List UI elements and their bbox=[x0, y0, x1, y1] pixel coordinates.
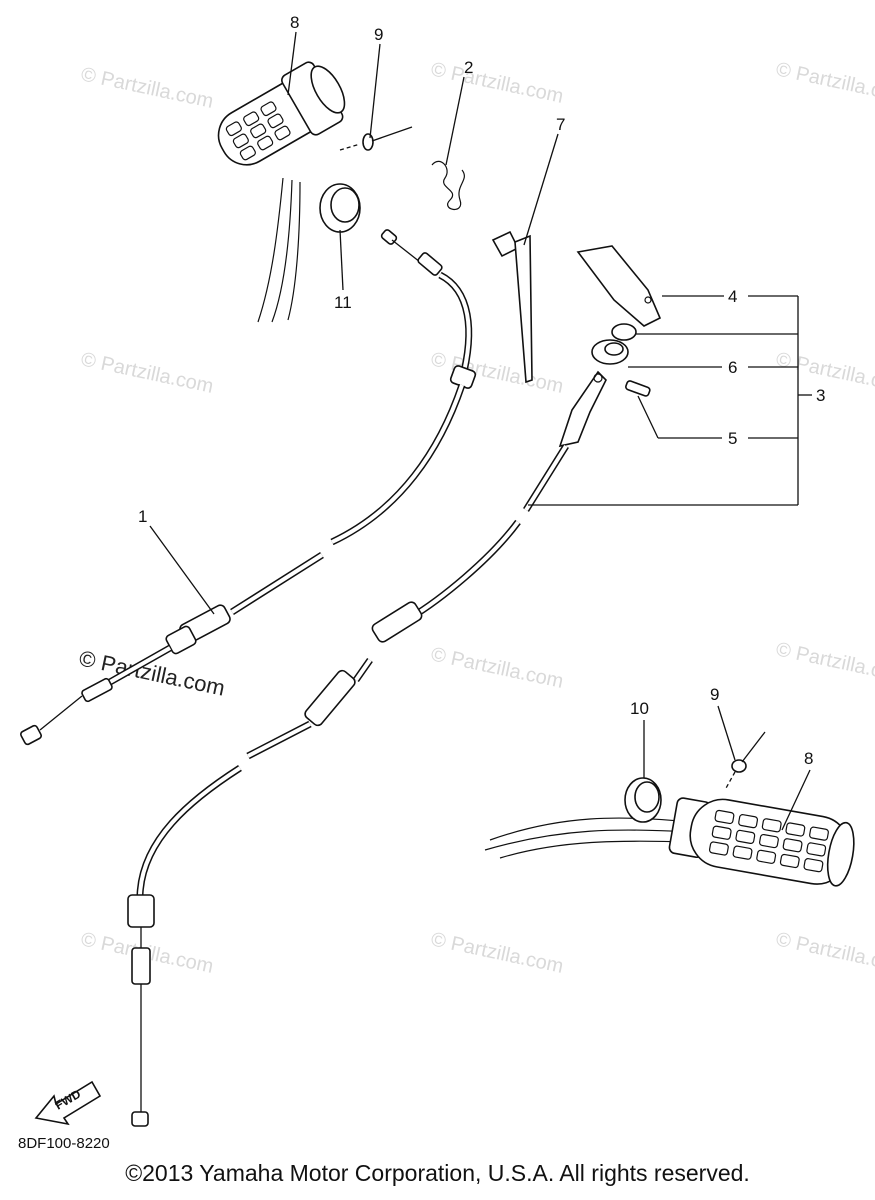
callout-8-top: 8 bbox=[290, 13, 299, 32]
diagram-code: 8DF100-8220 bbox=[18, 1135, 110, 1152]
svg-text:© Partzilla.com: © Partzilla.com bbox=[774, 58, 875, 108]
bracket-4-part bbox=[576, 245, 662, 327]
pin-5-part bbox=[625, 380, 651, 397]
callout-1: 1 bbox=[138, 507, 147, 526]
callout-4: 4 bbox=[728, 287, 737, 306]
callout-7: 7 bbox=[556, 115, 565, 134]
leader-lines bbox=[149, 31, 812, 831]
svg-text:© Partzilla.com: © Partzilla.com bbox=[429, 58, 565, 108]
fwd-arrow-icon: FWD bbox=[34, 1080, 102, 1126]
callout-9-top: 9 bbox=[374, 25, 383, 44]
collar-10-part bbox=[624, 777, 662, 823]
cable-1-part bbox=[20, 229, 477, 746]
collar-11-part bbox=[319, 183, 361, 233]
callout-2: 2 bbox=[464, 58, 473, 77]
callout-10: 10 bbox=[630, 699, 649, 718]
svg-text:© Partzilla.com: © Partzilla.com bbox=[79, 63, 215, 113]
svg-text:© Partzilla.com: © Partzilla.com bbox=[429, 928, 565, 978]
nut-6-part bbox=[591, 323, 637, 365]
left-grip-part bbox=[217, 61, 346, 323]
screw-9-bottom-part bbox=[724, 731, 766, 791]
copyright-notice: ©2013 Yamaha Motor Corporation, U.S.A. A… bbox=[125, 1160, 750, 1186]
svg-text:© Partzilla.com: © Partzilla.com bbox=[79, 348, 215, 398]
callout-9-bottom: 9 bbox=[710, 685, 719, 704]
cable-3-part bbox=[127, 370, 607, 1127]
svg-text:© Partzilla.com: © Partzilla.com bbox=[774, 638, 875, 688]
cable-tie-7-part bbox=[491, 230, 533, 384]
callout-6: 6 bbox=[728, 358, 737, 377]
callout-11: 11 bbox=[334, 293, 352, 312]
callout-5: 5 bbox=[728, 429, 737, 448]
right-grip-part bbox=[484, 797, 855, 887]
callout-labels: 8 9 2 7 11 4 6 3 5 1 10 9 8 bbox=[138, 13, 825, 768]
clip-2-part bbox=[431, 160, 465, 210]
svg-text:© Partzilla.com: © Partzilla.com bbox=[429, 643, 565, 693]
callout-3: 3 bbox=[816, 386, 825, 405]
screw-9-top-part bbox=[339, 126, 413, 151]
callout-8-bottom: 8 bbox=[804, 749, 813, 768]
svg-text:© Partzilla.com: © Partzilla.com bbox=[774, 928, 875, 978]
svg-text:© Partzilla.com: © Partzilla.com bbox=[429, 348, 565, 398]
